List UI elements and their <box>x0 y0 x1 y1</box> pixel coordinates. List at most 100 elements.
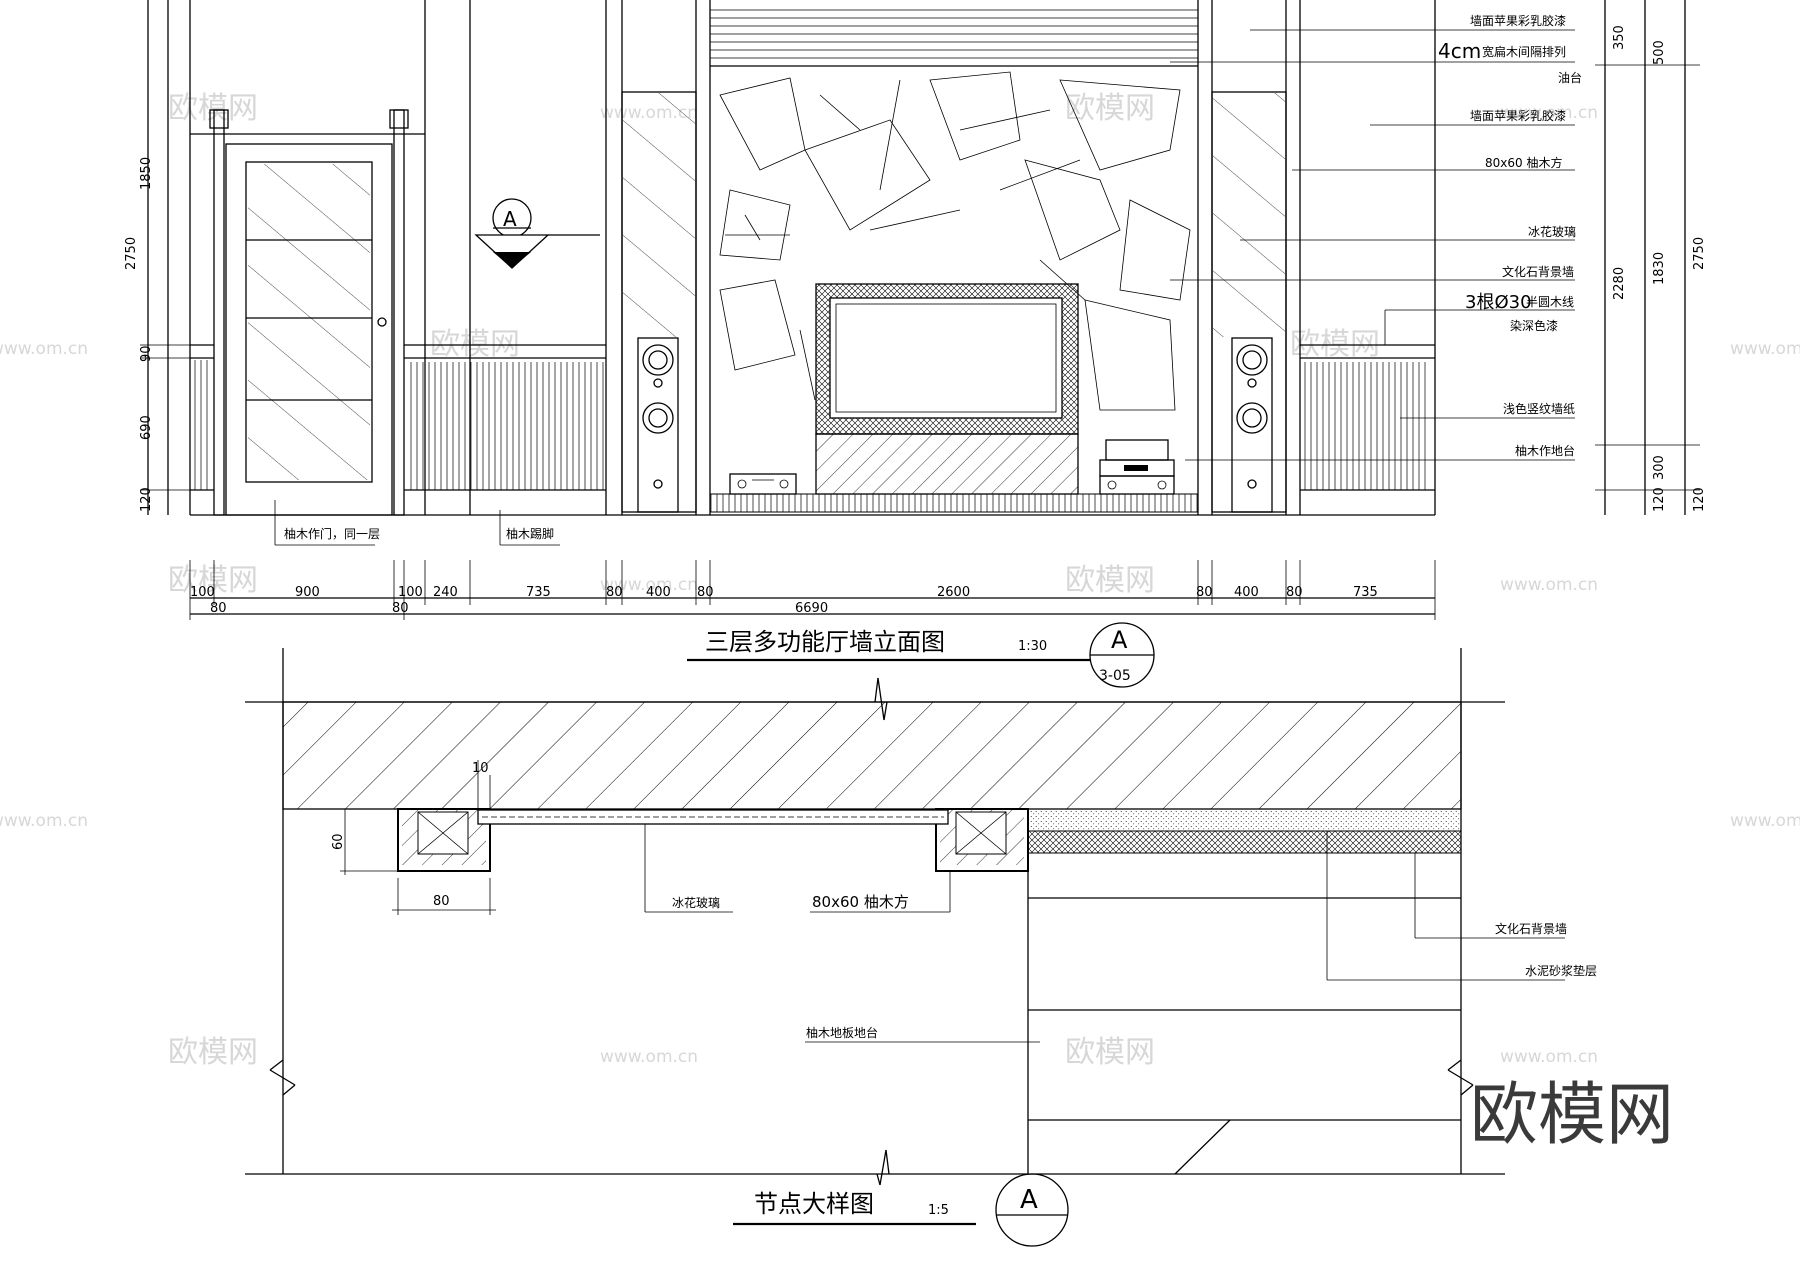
note-teak-door: 柚木作门，同一层 <box>284 526 380 541</box>
note-ice-glass: 冰花玻璃 <box>1528 224 1576 239</box>
teak-floor-platform <box>1027 853 1461 1175</box>
detail-dimensions: 10 60 80 <box>331 760 496 915</box>
dim-bottom-2600: 2600 <box>937 585 970 600</box>
note-half-round: 半圆木线 <box>1526 295 1574 309</box>
dim-detail-10: 10 <box>472 761 489 776</box>
dim-right-inner-mid: 2280 <box>1612 267 1627 300</box>
mortar-bed <box>1027 808 1462 832</box>
watermark-brand: 欧模网 <box>168 563 258 598</box>
dim-skirting-left: 120 <box>139 487 154 512</box>
detail-title: 节点大样图 <box>754 1190 874 1218</box>
dim-right-inner-top: 350 <box>1612 25 1627 50</box>
watermark-url: www.om.cn <box>1500 1047 1598 1067</box>
note-wallpaper: 浅色竖纹墙纸 <box>1503 402 1575 416</box>
elevation-notes: 墙面苹果彩乳胶漆 4cm 宽扁木间隔排列 油台 墙面苹果彩乳胶漆 80x60 柚… <box>1170 13 1582 461</box>
note-half-round-count: 3根Ø30 <box>1465 292 1532 313</box>
dim-total-height-left: 2750 <box>124 237 139 270</box>
note-detail-platform: 柚木地板地台 <box>806 1025 878 1040</box>
dim-chair-rail-left: 90 <box>139 345 154 362</box>
elevation-title: 三层多功能厅墙立面图 <box>705 628 945 656</box>
watermark-url: www.om.cn <box>0 811 88 831</box>
left-dimension-chain: 2750 1850 90 690 120 <box>124 0 190 515</box>
audio-amplifier-left <box>729 473 797 495</box>
dim-bottom-80-row2a: 80 <box>210 601 227 616</box>
note-culture-stone: 文化石背景墙 <box>1502 264 1574 279</box>
detail-scale: 1:5 <box>928 1203 949 1218</box>
concrete-slab <box>282 701 1462 810</box>
note-detail-culture-stone: 文化石背景墙 <box>1495 921 1567 936</box>
dim-right-outer-bottom: 120 <box>1692 487 1707 512</box>
watermark-url: www.om.cn <box>600 1047 698 1067</box>
detail-title-block: 节点大样图 1:5 A <box>733 1173 1069 1247</box>
note-teak-batten: 80x60 柚木方 <box>1485 155 1562 170</box>
elevation-title-block: 三层多功能厅墙立面图 1:30 A 3-05 <box>687 622 1155 688</box>
dim-right-outer-top: 500 <box>1652 40 1667 65</box>
culture-stone-layer <box>1027 830 1462 854</box>
dim-bottom-80c: 80 <box>1196 585 1213 600</box>
note-oil-shelf: 油台 <box>1558 70 1582 85</box>
watermark-url: www.om.cn <box>600 575 698 595</box>
watermark-brand: 欧模网 <box>1065 563 1155 598</box>
dim-detail-60: 60 <box>331 833 346 850</box>
dim-bottom-735a: 735 <box>526 585 551 600</box>
note-slat-size: 4cm <box>1438 39 1481 63</box>
dim-bottom-100b: 100 <box>398 585 423 600</box>
note-detail-mortar: 水泥砂浆垫层 <box>1525 963 1597 978</box>
watermark-url: www.om.cn <box>1500 103 1598 123</box>
dim-bottom-80d: 80 <box>1286 585 1303 600</box>
dim-bottom-80a: 80 <box>606 585 623 600</box>
watermark-url: www.om.cn <box>1730 811 1800 831</box>
dim-upper-left: 1850 <box>139 157 154 190</box>
elevation-symbol-bottom: 3-05 <box>1099 668 1131 684</box>
elevation-view: A <box>124 0 1707 688</box>
watermark-logo: 欧模网 <box>1470 1076 1674 1155</box>
watermark-brand: 欧模网 <box>1065 1035 1155 1070</box>
dim-bottom-80-row2b: 80 <box>392 601 409 616</box>
speaker-right <box>1231 337 1273 513</box>
dim-bottom-80b: 80 <box>697 585 714 600</box>
elevation-bottom-notes: 柚木作门，同一层 柚木踢脚 <box>274 500 560 546</box>
detail-notes: 冰花玻璃 80x60 柚木方 文化石背景墙 水泥砂浆垫层 柚木地板地台 <box>644 824 1597 1043</box>
dim-bottom-100a: 100 <box>190 585 215 600</box>
stone-wall-pattern <box>719 71 1191 411</box>
elevation-scale: 1:30 <box>1018 639 1047 654</box>
dim-bottom-400b: 400 <box>1234 585 1259 600</box>
dim-detail-80: 80 <box>433 894 450 909</box>
dim-right-inner-bottom: 120 <box>1652 487 1667 512</box>
note-teak-platform: 柚木作地台 <box>1515 443 1575 458</box>
dim-bottom-735b: 735 <box>1353 585 1378 600</box>
detail-view: 10 60 80 冰花玻璃 80x60 柚木方 文化石背景墙 水泥砂浆垫层 <box>245 648 1597 1247</box>
dim-bottom-900: 900 <box>295 585 320 600</box>
note-teak-skirting: 柚木踢脚 <box>506 526 554 541</box>
note-slats: 宽扁木间隔排列 <box>1482 44 1566 59</box>
teak-batten-right <box>935 808 1029 872</box>
bottom-dimension-chain: 100 900 100 240 735 80 400 80 2600 80 40… <box>189 560 1436 620</box>
elevation-symbol-top: A <box>1111 626 1128 654</box>
ice-glass-section <box>477 809 949 825</box>
dim-right-outer-total: 2750 <box>1692 237 1707 270</box>
top-wood-slats <box>710 9 1198 67</box>
note-paint-top: 墙面苹果彩乳胶漆 <box>1470 13 1566 28</box>
note-detail-teak-batten: 80x60 柚木方 <box>812 893 909 911</box>
note-dark-stain: 染深色漆 <box>1510 318 1558 333</box>
teak-batten-left <box>397 808 491 872</box>
dim-right-outer-mid: 1830 <box>1652 252 1667 285</box>
section-mark-label: A <box>503 207 517 231</box>
audio-stack-right <box>1099 439 1175 495</box>
right-dimension-chain: 350 2280 300 120 500 1830 2750 120 <box>1595 0 1707 515</box>
speaker-left <box>637 337 679 513</box>
dim-bottom-240: 240 <box>433 585 458 600</box>
dim-bottom-400a: 400 <box>646 585 671 600</box>
section-mark-a: A <box>474 198 600 269</box>
watermark-url: www.om.cn <box>0 339 88 359</box>
dim-bottom-total: 6690 <box>795 601 828 616</box>
note-paint-second: 墙面苹果彩乳胶漆 <box>1470 108 1566 123</box>
tv-unit <box>709 283 1199 513</box>
watermark-url: www.om.cn <box>1730 339 1800 359</box>
dim-wainscot-left: 690 <box>139 415 154 440</box>
note-detail-ice-glass: 冰花玻璃 <box>672 895 720 910</box>
watermark-brand: 欧模网 <box>1065 91 1155 126</box>
dim-right-inner-low: 300 <box>1652 455 1667 480</box>
watermark-url: www.om.cn <box>1500 575 1598 595</box>
